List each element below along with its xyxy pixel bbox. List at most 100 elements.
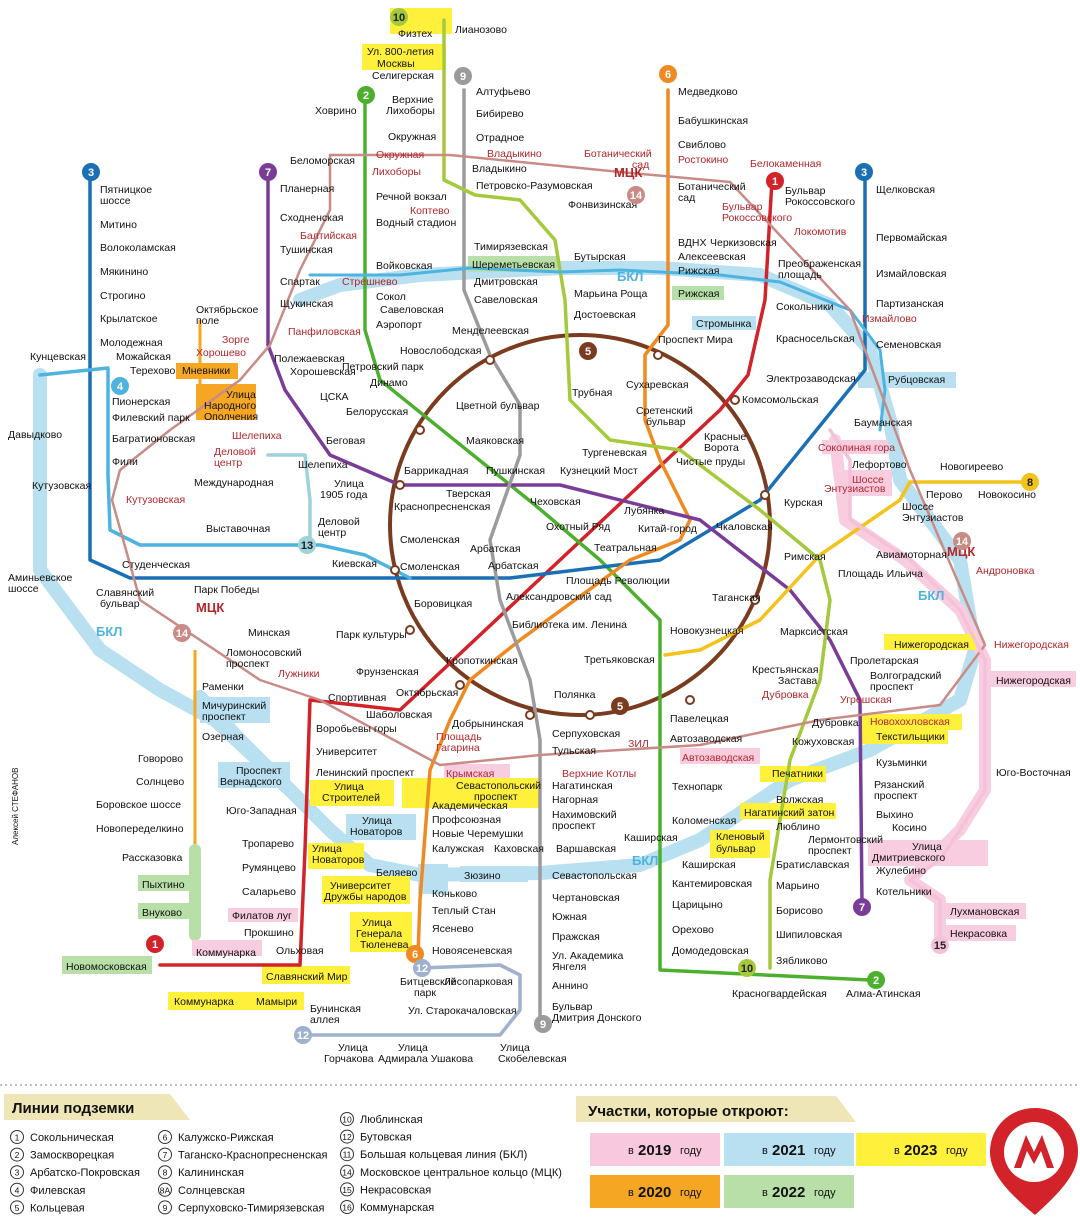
station-label[interactable]: Лесопарковая [444, 976, 513, 988]
station-label[interactable]: Коммунарка [174, 996, 234, 1008]
station-label[interactable]: Панфиловская [288, 326, 361, 338]
station-label[interactable]: Нагатинская [552, 780, 613, 792]
station-label[interactable]: Лужники [278, 668, 320, 680]
station-label[interactable]: Коньково [432, 888, 477, 900]
station-label[interactable]: Улица [334, 781, 364, 793]
station-label[interactable]: Чертановская [552, 892, 620, 904]
station-label[interactable]: Щелковская [876, 184, 935, 196]
station-label[interactable]: Давыдково [8, 429, 62, 441]
station-label[interactable]: Красносельская [776, 333, 855, 345]
station-label[interactable]: Новокосино [978, 489, 1036, 501]
station-label[interactable]: Белокаменная [750, 158, 821, 170]
station-label[interactable]: Измайловская [876, 268, 946, 280]
station-label[interactable]: Охотный Ряд [546, 521, 610, 533]
station-label[interactable]: Улица [500, 1042, 530, 1054]
station-label[interactable]: сад [678, 192, 695, 204]
station-label[interactable]: Славянский Мир [266, 971, 348, 983]
station-label[interactable]: Улица [312, 843, 342, 855]
station-label[interactable]: Говорово [138, 753, 183, 765]
station-label[interactable]: Беломорская [290, 155, 355, 167]
station-label[interactable]: Волгоградский [870, 670, 942, 682]
station-label[interactable]: Рубцовская [888, 374, 945, 386]
station-label[interactable]: Маяковская [466, 435, 524, 447]
station-label[interactable]: шоссе [8, 583, 39, 595]
station-label[interactable]: Семеновская [876, 339, 941, 351]
station-label[interactable]: Народного [204, 400, 256, 412]
station-label[interactable]: Крестьянская [752, 664, 818, 676]
station-label[interactable]: ЦСКА [320, 391, 348, 403]
station-label[interactable]: Площадь Революции [566, 575, 670, 587]
station-label[interactable]: Шелепиха [298, 459, 348, 471]
station-label[interactable]: Киевская [332, 558, 377, 570]
station-label[interactable]: проспект [870, 681, 914, 693]
station-label[interactable]: Площадь [436, 731, 482, 743]
station-label[interactable]: Автозаводская [682, 752, 754, 764]
station-label[interactable]: Верхние Котлы [562, 768, 636, 780]
station-label[interactable]: Марьино [776, 880, 820, 892]
station-label[interactable]: Новохохловская [870, 716, 950, 728]
station-label[interactable]: Римская [784, 551, 826, 563]
station-label[interactable]: Тушинская [280, 244, 333, 256]
station-label[interactable]: Дмитровская [474, 276, 538, 288]
station-label[interactable]: Ленинский проспект [316, 767, 415, 779]
station-label[interactable]: Сокол [376, 291, 406, 303]
station-label[interactable]: Шаболовская [366, 709, 432, 721]
station-label[interactable]: Профсоюзная [432, 814, 501, 826]
station-label[interactable]: Улица [362, 815, 392, 827]
station-label[interactable]: Севастопольская [552, 870, 637, 882]
station-label[interactable]: Коптево [410, 205, 450, 217]
station-label[interactable]: Шереметьевская [472, 259, 555, 271]
station-label[interactable]: Ул. Старокачаловская [408, 1005, 517, 1017]
station-label[interactable]: Мякинино [100, 266, 148, 278]
station-label[interactable]: Боровское шоссе [96, 799, 181, 811]
station-label[interactable]: Шоссе [902, 501, 934, 513]
station-label[interactable]: Кутузовская [32, 480, 91, 492]
station-label[interactable]: Авиамоторная [876, 549, 947, 561]
station-label[interactable]: Новаторов [350, 826, 403, 838]
station-label[interactable]: Улица [362, 917, 392, 929]
station-label[interactable]: Можайская [116, 351, 171, 363]
station-label[interactable]: Нагатинский затон [744, 807, 835, 819]
station-label[interactable]: Планерная [280, 183, 334, 195]
station-label[interactable]: Полежаевская [274, 353, 345, 365]
station-label[interactable]: Шипиловская [776, 929, 842, 941]
station-label[interactable]: Аннино [552, 980, 588, 992]
station-label[interactable]: Петровско-Разумовская [476, 180, 593, 192]
station-label[interactable]: Речной вокзал [376, 191, 447, 203]
station-label[interactable]: Кантемировская [672, 878, 752, 890]
station-label[interactable]: Октябрьское [196, 304, 258, 316]
station-label[interactable]: Волоколамская [100, 242, 176, 254]
station-label[interactable]: Библиотека им. Ленина [512, 619, 627, 631]
station-label[interactable]: Савеловская [474, 294, 538, 306]
station-label[interactable]: Лихоборы [386, 105, 435, 117]
station-label[interactable]: Внуково [142, 907, 182, 919]
station-label[interactable]: Братиславская [776, 859, 849, 871]
station-label[interactable]: Тургеневская [582, 447, 647, 459]
station-label[interactable]: Печатники [772, 768, 823, 780]
station-label[interactable]: Марьина Роща [574, 288, 647, 300]
station-label[interactable]: Энтузиастов [902, 512, 964, 524]
station-label[interactable]: Калужская [432, 843, 484, 855]
station-label[interactable]: Волжская [776, 794, 823, 806]
station-label[interactable]: Филевский парк [112, 412, 190, 424]
station-label[interactable]: Чистые пруды [676, 456, 745, 468]
station-label[interactable]: Домодедовская [672, 945, 749, 957]
station-label[interactable]: Ул. 800-летия [367, 46, 434, 58]
station-label[interactable]: Мичуринский [202, 700, 266, 712]
station-label[interactable]: Бульвар [552, 1001, 593, 1013]
station-label[interactable]: Хорошево [196, 347, 246, 359]
station-label[interactable]: Угрешская [840, 694, 892, 706]
station-label[interactable]: Орехово [672, 924, 714, 936]
station-label[interactable]: Варшавская [556, 843, 616, 855]
station-label[interactable]: Каширская [682, 859, 736, 871]
station-label[interactable]: Красногвардейская [732, 988, 827, 1000]
station-label[interactable]: Лермонтовский [808, 834, 883, 846]
station-label[interactable]: Деловой [318, 516, 360, 528]
station-label[interactable]: Улица [912, 841, 942, 853]
station-label[interactable]: ЗИЛ [628, 738, 649, 750]
station-label[interactable]: Москвы [377, 58, 415, 70]
station-label[interactable]: Строителей [322, 792, 380, 804]
station-label[interactable]: Улица [338, 1042, 368, 1054]
station-label[interactable]: парк [414, 987, 436, 999]
station-label[interactable]: Ростокино [678, 154, 728, 166]
